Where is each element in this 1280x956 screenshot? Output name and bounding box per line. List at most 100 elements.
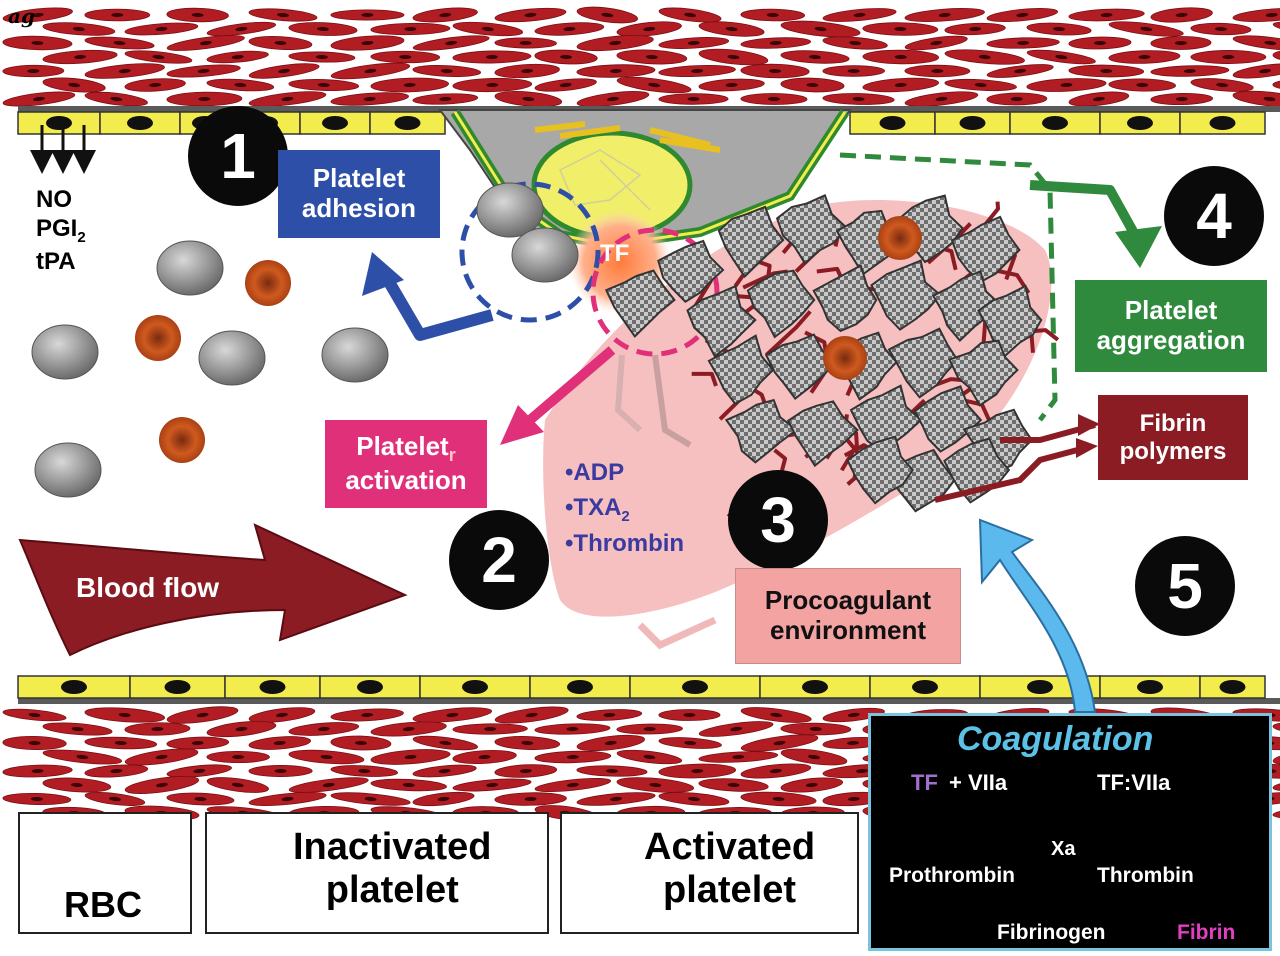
coag-thrombin: Thrombin [1097, 864, 1194, 887]
activated-platelet [812, 264, 878, 333]
adhesion-arrow [379, 271, 494, 341]
muscle-nucleus [847, 740, 860, 746]
platelet-activation-word: Platelet [356, 431, 449, 462]
muscle-nucleus [1136, 82, 1149, 88]
muscle-nucleus [235, 726, 248, 732]
muscle-nucleus [281, 96, 294, 102]
muscle-nucleus [72, 26, 85, 32]
muscle-nucleus [1216, 82, 1229, 88]
red-blood-cell [245, 260, 291, 306]
muscle-nucleus [399, 54, 412, 60]
inactivated-platelet [156, 240, 224, 296]
muscle-nucleus [316, 26, 329, 32]
inactivated-platelet [511, 227, 579, 283]
activated-platelet [870, 259, 942, 331]
coag-tf-viia: TF:VIIa [1097, 770, 1171, 795]
adhesion-arrowhead [362, 252, 404, 296]
muscle-nucleus [609, 68, 622, 74]
tf-label: TF [600, 240, 630, 267]
muscle-nucleus [1259, 68, 1272, 74]
activation-arrowhead [500, 405, 544, 445]
muscle-nucleus [76, 754, 89, 760]
muscle-nucleus [935, 96, 948, 102]
muscle-nucleus [234, 82, 247, 88]
muscle-nucleus [894, 54, 907, 60]
muscle-nucleus [563, 26, 576, 32]
step-3-marker: 3 [728, 470, 828, 570]
muscle-nucleus [649, 782, 662, 788]
muscle-cell [1272, 807, 1280, 819]
muscle-nucleus [361, 12, 374, 18]
fibrin-polymers-line-1: Fibrin [1139, 409, 1207, 437]
muscle-nucleus [155, 754, 168, 760]
coagulation-title: Coagulation [957, 720, 1154, 758]
muscle-cell [1272, 722, 1280, 736]
muscle-nucleus [364, 796, 377, 802]
activated-platelet [657, 239, 725, 303]
muscle-nucleus [687, 796, 700, 802]
muscle-nucleus [1053, 26, 1066, 32]
legend-inactivated-label: Inactivated platelet [293, 826, 492, 911]
muscle-nucleus [524, 12, 537, 18]
fibrin-arrowhead-upper [1078, 414, 1100, 436]
inactivated-platelet [198, 330, 266, 386]
inactivated-platelet [321, 327, 389, 383]
coag-fibrinogen: Fibrinogen [997, 921, 1106, 944]
muscle-nucleus [969, 26, 982, 32]
muscle-nucleus [1263, 96, 1276, 102]
muscle-nucleus [111, 12, 124, 18]
muscle-nucleus [931, 68, 944, 74]
muscle-nucleus [31, 768, 44, 774]
muscle-nucleus [155, 26, 168, 32]
activated-platelet [786, 400, 859, 468]
muscle-nucleus [27, 68, 40, 74]
muscle-nucleus [108, 796, 121, 802]
muscle-nucleus [439, 96, 452, 102]
endothelial-nucleus [394, 116, 421, 130]
muscle-nucleus [521, 740, 534, 746]
muscle-cell [1272, 748, 1280, 766]
muscle-nucleus [684, 12, 697, 18]
adhesion-circle [459, 181, 601, 323]
muscle-nucleus [772, 796, 785, 802]
factor-pgi-subscript: 2 [77, 229, 86, 247]
mediator-txa-text: •TXA [565, 493, 622, 521]
circulating-cells [31, 182, 579, 498]
muscle-nucleus [439, 740, 452, 746]
muscle-nucleus [155, 782, 168, 788]
muscle-nucleus [68, 82, 81, 88]
aggregation-arrow [1029, 180, 1140, 238]
muscle-nucleus [767, 96, 780, 102]
activated-platelet [931, 269, 1002, 342]
muscle-nucleus [274, 40, 287, 46]
factor-tpa: tPA [36, 248, 76, 276]
platelet-aggregation-line-1: Platelet [1124, 295, 1218, 326]
muscle-nucleus [484, 726, 497, 732]
platelet-activation-box: Plateletr activation [325, 420, 487, 508]
muscle-nucleus [1017, 40, 1030, 46]
muscle-nucleus [524, 796, 537, 802]
muscle-nucleus [648, 82, 661, 88]
muscle-nucleus [275, 712, 288, 718]
legend-activated-label: Activated platelet [644, 826, 815, 911]
muscle-nucleus [519, 40, 532, 46]
muscle-nucleus [601, 12, 614, 18]
coag-tf: TF [911, 770, 938, 795]
activated-platelet [948, 339, 1019, 407]
activation-mark: r [448, 445, 456, 466]
endothelial-nucleus [1027, 680, 1053, 694]
muscle-cell [1232, 63, 1280, 79]
endothelial-nucleus [1219, 680, 1246, 694]
endothelial-nucleus [912, 680, 938, 694]
muscle-nucleus [522, 96, 535, 102]
fibrin-arrowhead-lower [1076, 438, 1098, 458]
legend-inactivated-platelet: Inactivated platelet [205, 812, 549, 934]
muscle-nucleus [610, 796, 623, 802]
muscle-nucleus [317, 82, 330, 88]
muscle-nucleus [1014, 68, 1027, 74]
inactivated-platelet [476, 182, 544, 238]
legend-inactivated-line-2: platelet [325, 868, 459, 911]
muscle-nucleus [847, 796, 860, 802]
muscle-nucleus [118, 712, 131, 718]
